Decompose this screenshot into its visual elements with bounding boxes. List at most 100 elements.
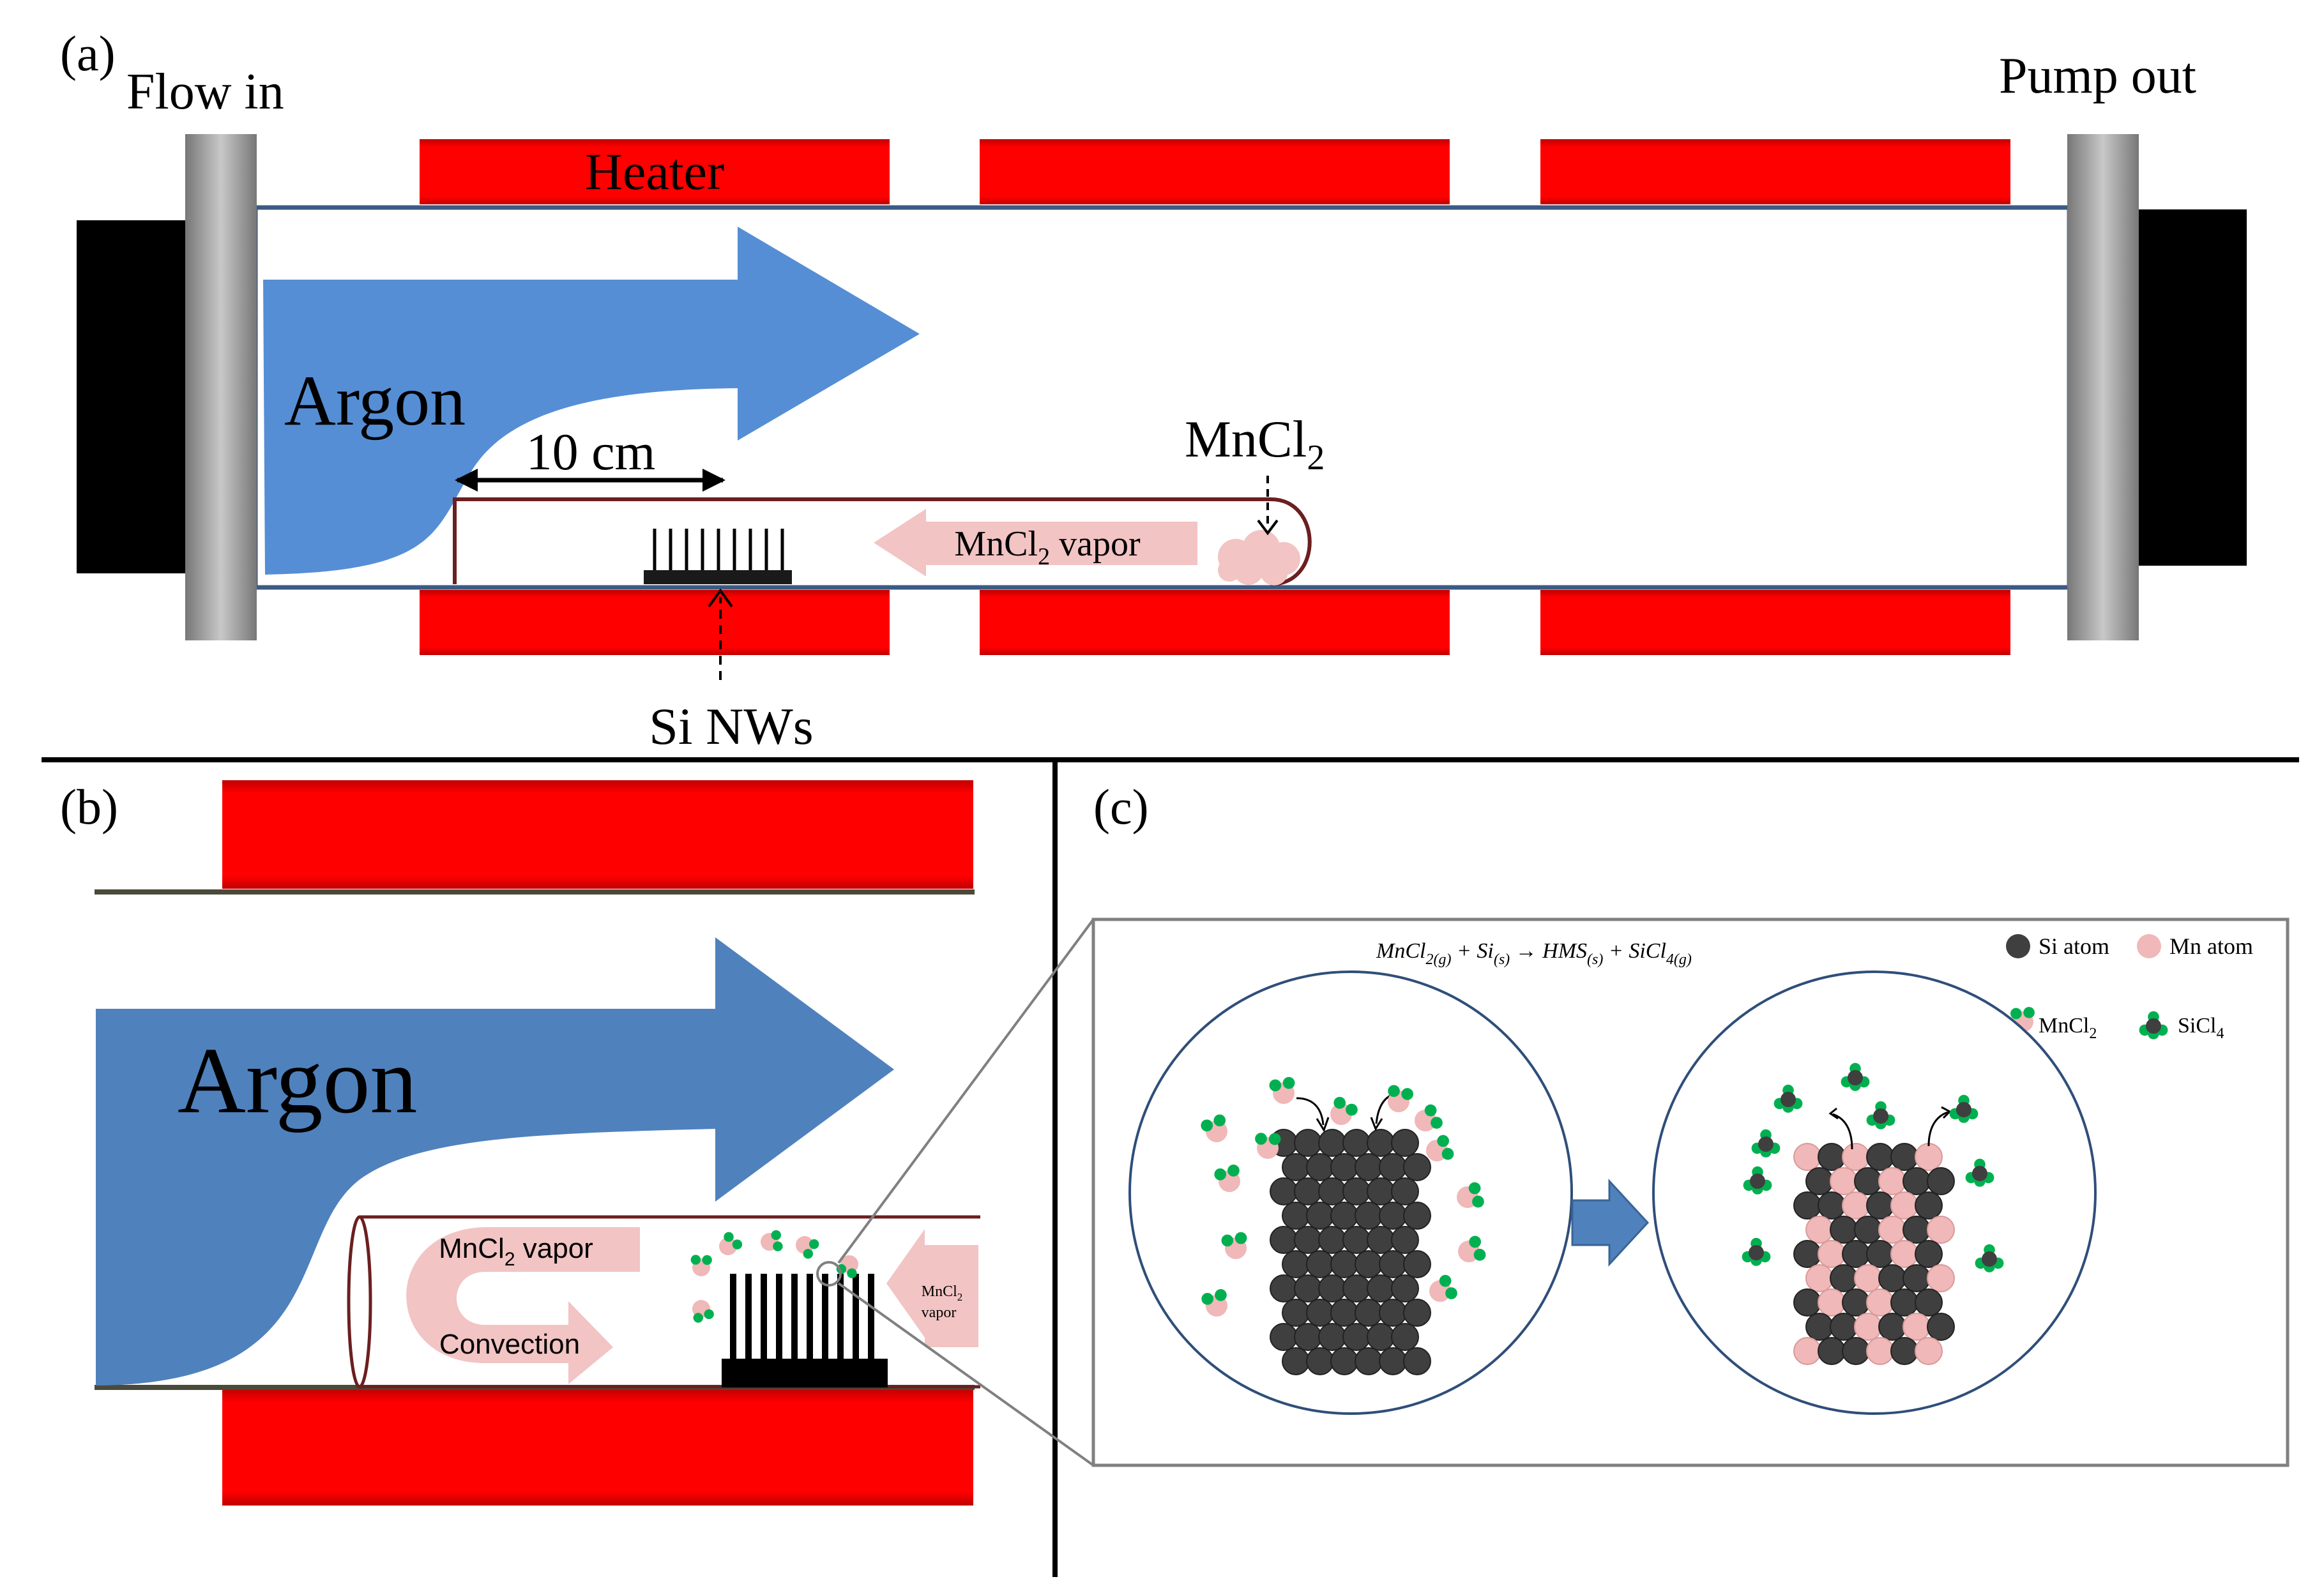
mn-atom — [1915, 1143, 1943, 1171]
vapor-arrow-a — [874, 509, 1197, 577]
si-atom — [1294, 1274, 1322, 1302]
inner-tube — [453, 497, 1312, 586]
mn-atom — [1830, 1167, 1858, 1195]
mncl2-molecules-b — [690, 1230, 858, 1323]
vapor-arrow-b-small — [886, 1229, 978, 1347]
left-end-cap — [77, 220, 188, 573]
heater-b-bottom — [222, 1389, 973, 1506]
panel-a: (a) Flow in Pump out Heater Argon 10 cm — [60, 26, 2247, 755]
mncl2-molecules-before — [1201, 1076, 1486, 1317]
si-atom — [1915, 1240, 1943, 1268]
si-atom — [1379, 1299, 1407, 1327]
small-vapor-label: MnCl2 — [922, 1283, 963, 1303]
legend-sicl4: SiCl4 — [2178, 1014, 2224, 1042]
mncl2-molecule — [1201, 1289, 1227, 1317]
si-atom — [1367, 1177, 1395, 1205]
si-atom — [1854, 1167, 1882, 1195]
si-atom — [1805, 1167, 1834, 1195]
si-atom — [1355, 1202, 1383, 1230]
mn-atom — [1866, 1337, 1894, 1365]
heater-bottom-1 — [420, 590, 890, 655]
mn-atom — [1793, 1143, 1821, 1171]
mn-atom — [1818, 1240, 1846, 1268]
si-atom — [1902, 1264, 1931, 1292]
si-atom — [1391, 1323, 1419, 1351]
si-atom — [1391, 1274, 1419, 1302]
mncl2-label: MnCl2 — [1185, 410, 1325, 478]
si-atom — [1306, 1250, 1334, 1278]
si-atom — [1282, 1250, 1310, 1278]
mncl2-molecule — [1214, 1165, 1240, 1192]
si-atom — [1403, 1250, 1431, 1278]
si-atom — [1282, 1347, 1310, 1375]
si-atom — [1294, 1323, 1322, 1351]
si-atom — [1842, 1337, 1870, 1365]
si-atom — [1915, 1288, 1943, 1317]
si-atom — [1902, 1216, 1931, 1244]
pump-out-label: Pump out — [1999, 48, 2196, 104]
si-atom — [1318, 1323, 1346, 1351]
vapor-label-a: MnCl2 vapor — [954, 524, 1141, 570]
mncl2-molecule — [719, 1232, 743, 1255]
si-atom — [1342, 1177, 1371, 1205]
nanowires-a — [653, 529, 784, 570]
curved-arrow-out-1-head — [1828, 1107, 1839, 1120]
si-atom — [1330, 1299, 1358, 1327]
mn-atom — [1842, 1191, 1870, 1219]
legend-sicl4-icon — [2139, 1011, 2168, 1039]
mn-atom — [1878, 1216, 1906, 1244]
si-atom — [1866, 1143, 1894, 1171]
mncl2-molecule — [796, 1236, 819, 1259]
mncl2-molecule — [1221, 1232, 1247, 1259]
panel-c: (c) MnCl2(g) + Si(s) → HMS(s) + SiCl4(g)… — [1091, 779, 2290, 1467]
si-atom — [1854, 1216, 1882, 1244]
inner-tube-b-end — [347, 1215, 372, 1389]
si-atom — [1294, 1129, 1322, 1157]
si-atom — [1318, 1129, 1346, 1157]
flow-in-label: Flow in — [126, 64, 284, 120]
si-atom — [1878, 1264, 1906, 1292]
si-atom — [1830, 1264, 1858, 1292]
si-atom — [1818, 1143, 1846, 1171]
mn-atom — [1927, 1264, 1955, 1292]
mncl2-pointer-head — [1257, 519, 1279, 536]
si-atom — [1403, 1347, 1431, 1375]
mncl2-molecule — [1330, 1096, 1358, 1125]
si-atom — [1342, 1129, 1371, 1157]
mn-atom — [1818, 1288, 1846, 1317]
heater-label: Heater — [585, 142, 725, 200]
mn-atom — [1854, 1264, 1882, 1292]
sicl4-molecule — [1773, 1084, 1803, 1113]
sicl4-molecules-after — [1742, 1062, 2004, 1272]
nanowire-after — [1793, 1143, 1955, 1365]
si-atom — [1367, 1274, 1395, 1302]
curved-arrow-out-2 — [1927, 1111, 1948, 1147]
left-flange — [185, 134, 257, 640]
si-atom — [1830, 1313, 1858, 1341]
mncl2-molecule — [692, 1300, 714, 1323]
nanowires-b — [730, 1274, 874, 1359]
small-vapor-label-2: vapor — [922, 1304, 957, 1321]
sicl4-molecule — [1949, 1094, 1978, 1123]
si-atom — [1330, 1153, 1358, 1181]
dimension-arrow-right — [703, 469, 725, 492]
si-atom — [1270, 1323, 1298, 1351]
si-atom — [1379, 1250, 1407, 1278]
heater-top-2 — [980, 139, 1450, 204]
curved-arrow-out-2-head — [1941, 1106, 1952, 1119]
mncl2-molecule — [1426, 1135, 1454, 1161]
si-atom — [1306, 1202, 1334, 1230]
circle-before-outline — [1128, 970, 1573, 1415]
si-atom — [1793, 1191, 1821, 1219]
zoom-line-bottom — [837, 1282, 1095, 1467]
si-atom — [1342, 1226, 1371, 1254]
si-atom — [1793, 1288, 1821, 1317]
heater-bottom-3 — [1540, 590, 2010, 655]
panel-c-label: (c) — [1093, 779, 1149, 834]
si-atom — [1330, 1202, 1358, 1230]
si-atom — [1367, 1129, 1395, 1157]
si-atom — [1403, 1202, 1431, 1230]
curved-arrow-out-1 — [1832, 1113, 1853, 1150]
si-atom — [1379, 1153, 1407, 1181]
